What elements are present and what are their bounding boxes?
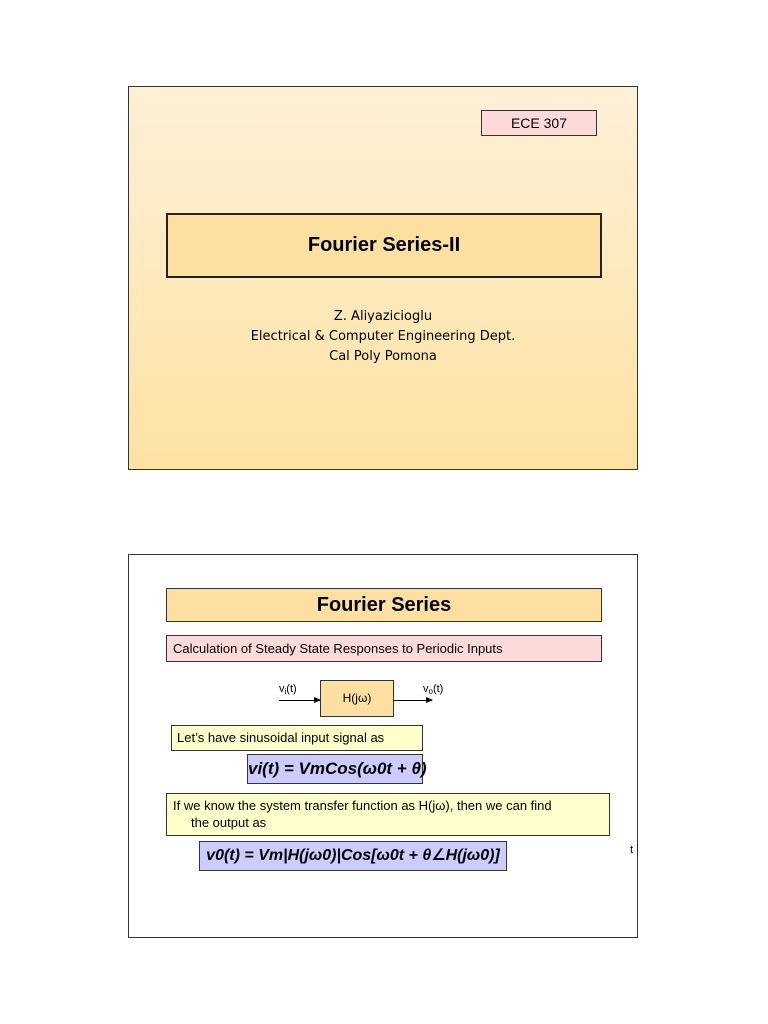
edge-text: t [630, 844, 634, 856]
output-var: v [423, 683, 429, 695]
input-arrow [279, 697, 321, 703]
input-signal-label: vi(t) [279, 683, 297, 696]
university: Cal Poly Pomona [329, 349, 437, 364]
slide-title: Fourier Series-II [166, 213, 602, 278]
department: Electrical & Computer Engineering Dept. [250, 329, 516, 344]
slide-heading: Fourier Series [166, 588, 602, 622]
content-slide: Fourier Series Calculation of Steady Sta… [128, 554, 638, 938]
transfer-function-block: H(jω) [320, 680, 394, 717]
input-equation: vi(t) = VmCos(ω0t + θ) [247, 754, 427, 784]
note-line-2: the output as [191, 815, 267, 830]
output-arrow [394, 697, 433, 703]
course-tag: ECE 307 [481, 110, 597, 136]
transfer-function-note: If we know the system transfer function … [166, 793, 610, 836]
slide-subtitle: Calculation of Steady State Responses to… [166, 635, 602, 662]
input-var: v [279, 683, 285, 695]
note-line-1: If we know the system transfer function … [173, 798, 552, 813]
output-subscript: o [428, 687, 433, 696]
author-block: Z. Aliyazicioglu Electrical & Computer E… [129, 307, 637, 367]
output-signal-label: vo(t) [423, 683, 443, 696]
input-signal-note: Let’s have sinusoidal input signal as [171, 725, 423, 751]
title-slide: ECE 307 Fourier Series-II Z. Aliyaziciog… [128, 86, 638, 470]
output-time: (t) [432, 683, 444, 695]
output-equation: v0(t) = Vm|H(jω0)|Cos[ω0t + θ∠H(jω0)] [199, 841, 507, 871]
author-name: Z. Aliyazicioglu [333, 309, 433, 324]
input-time: (t) [286, 683, 297, 695]
input-subscript: i [284, 687, 287, 696]
